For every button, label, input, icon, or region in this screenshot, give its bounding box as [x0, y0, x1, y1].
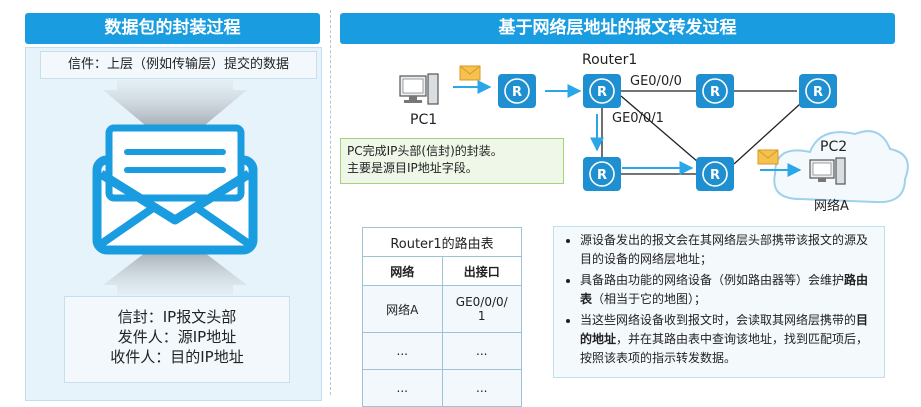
link-r1-r5 — [620, 95, 699, 163]
router1-label: Router1 — [582, 52, 638, 68]
pc-callout: PC完成IP头部(信封)的封装。 主要是源目IP地址字段。 — [340, 138, 564, 184]
port-ge000-label: GE0/0/0 — [630, 74, 682, 89]
notes-box: 源设备发出的报文会在其网络层头部携带该报文的源及目的设备的网络层地址； 具备路由… — [553, 226, 885, 378]
envelope-icon — [92, 124, 258, 255]
table-cell: 网络A — [362, 285, 443, 333]
router-icon-router1 — [582, 73, 622, 109]
note-item-3: 当这些网络设备收到报文时，会读取其网络层携带的目的地址，并在其路由表中查询该地址… — [580, 311, 874, 368]
router-icon-3 — [798, 73, 838, 109]
packet-icon-1 — [459, 65, 481, 81]
pc2-icon — [809, 157, 846, 185]
left-panel-title: 数据包的封装过程 — [25, 13, 320, 44]
envelope-illustration — [92, 80, 258, 295]
router-icon-0 — [497, 73, 537, 109]
pc2-label: PC2 — [820, 139, 848, 155]
panel-divider — [330, 10, 331, 395]
envelope-fields: 信封：IP报文头部 发件人：源IP地址 收件人：目的IP地址 — [64, 296, 290, 383]
funnel-top — [103, 80, 247, 150]
pc1-icon — [399, 73, 439, 105]
envelope-line-sender: 发件人：源IP地址 — [117, 328, 237, 346]
port-ge001-label: GE0/0/1 — [612, 111, 664, 126]
router-icon-4 — [582, 156, 622, 192]
table-cell: ... — [441, 332, 522, 370]
envelope-line-receiver: 收件人：目的IP地址 — [110, 348, 244, 366]
table-cell: ... — [362, 332, 443, 370]
letter-label: 信件：上层（例如传输层）提交的数据 — [40, 51, 317, 79]
network-diagram: R — [399, 65, 909, 204]
table-row: ... ... — [362, 332, 522, 370]
routing-table-caption: Router1的路由表 — [362, 227, 522, 257]
table-cell: GE0/0/0/ 1 — [441, 285, 522, 333]
router-icon-2 — [695, 73, 735, 109]
callout-line-2: 主要是源目IP地址字段。 — [347, 161, 478, 175]
network-a-label: 网络A — [814, 199, 849, 214]
callout-line-1: PC完成IP头部(信封)的封装。 — [347, 144, 503, 158]
col-header-interface: 出接口 — [441, 256, 522, 286]
right-panel-title: 基于网络层地址的报文转发过程 — [340, 13, 895, 44]
col-header-network: 网络 — [362, 256, 443, 286]
packet-icon-2 — [757, 149, 779, 165]
routing-table: Router1的路由表 网络 出接口 网络A GE0/0/0/ 1 ... ..… — [362, 227, 522, 407]
table-row: 网络A GE0/0/0/ 1 — [362, 285, 522, 333]
funnel-bottom — [103, 230, 247, 295]
router-icon-5 — [695, 156, 735, 192]
note-item-2: 具备路由功能的网络设备（例如路由器等）会维护路由表（相当于它的地图）； — [580, 271, 874, 309]
envelope-line-header: 信封：IP报文头部 — [117, 308, 237, 326]
note-item-1: 源设备发出的报文会在其网络层头部携带该报文的源及目的设备的网络层地址； — [580, 231, 874, 269]
link-r5-r3 — [733, 103, 801, 165]
pc1-label: PC1 — [410, 112, 438, 128]
